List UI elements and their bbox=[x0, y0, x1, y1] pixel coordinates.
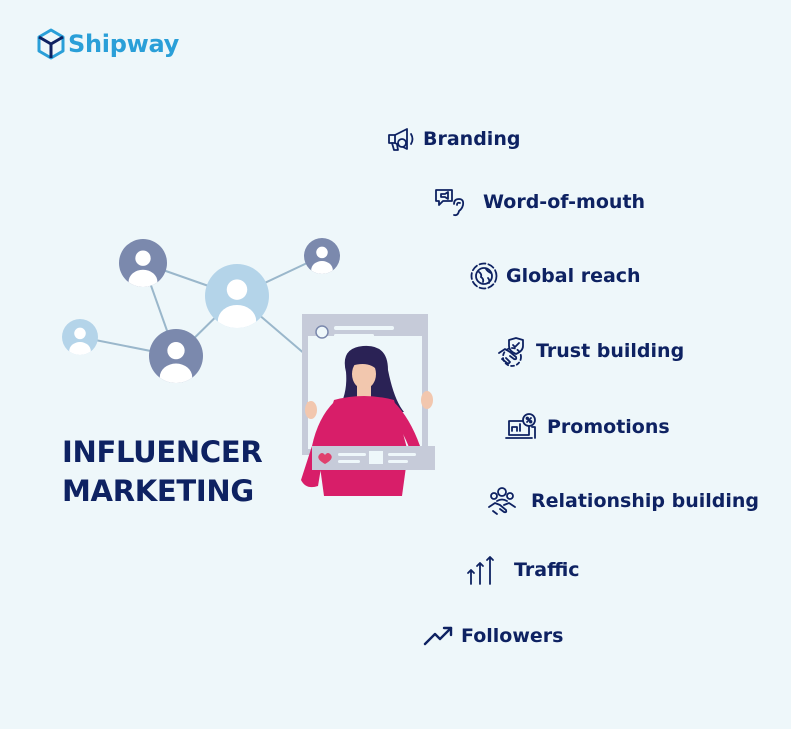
box-logo-icon bbox=[37, 28, 65, 60]
benefit-label: Word-of-mouth bbox=[483, 191, 646, 213]
benefit-word-of-mouth: Word-of-mouth bbox=[433, 186, 645, 218]
people-handshake-icon bbox=[488, 487, 516, 515]
benefit-branding: Branding bbox=[385, 123, 520, 155]
benefit-promotions: Promotions bbox=[505, 411, 670, 443]
benefit-relationship-building: Relationship building bbox=[486, 485, 759, 517]
benefit-label: Traffic bbox=[514, 559, 580, 581]
avatar-node-2 bbox=[205, 264, 269, 328]
title-line-1: INFLUENCER bbox=[62, 435, 263, 469]
page-title: INFLUENCER MARKETING bbox=[62, 433, 263, 511]
benefit-followers: Followers bbox=[423, 620, 563, 652]
benefit-global-reach: Global reach bbox=[468, 260, 641, 292]
shipway-logo: Shipway bbox=[37, 28, 179, 60]
trending-up-icon bbox=[423, 626, 453, 646]
benefit-traffic: Traffic bbox=[466, 554, 580, 586]
brand-name: Shipway bbox=[68, 30, 179, 58]
globe-icon bbox=[470, 262, 498, 290]
benefit-label: Trust building bbox=[536, 340, 685, 362]
post-avatar-icon bbox=[315, 325, 329, 339]
discount-laptop-icon bbox=[505, 413, 536, 439]
avatar-node-4 bbox=[149, 329, 203, 383]
avatar-node-1 bbox=[119, 239, 167, 287]
benefit-label: Promotions bbox=[547, 416, 670, 438]
benefit-label: Global reach bbox=[506, 265, 641, 287]
avatar-node-3 bbox=[304, 238, 340, 274]
title-line-2: MARKETING bbox=[62, 474, 254, 508]
benefit-trust-building: Trust building bbox=[496, 335, 684, 367]
avatar-node-5 bbox=[62, 319, 98, 355]
handshake-shield-icon bbox=[498, 337, 524, 367]
benefit-label: Branding bbox=[423, 128, 521, 150]
benefit-label: Relationship building bbox=[531, 490, 759, 512]
heart-icon bbox=[318, 453, 332, 464]
benefit-label: Followers bbox=[461, 625, 564, 647]
megaphone-icon bbox=[388, 128, 414, 151]
up-arrows-icon bbox=[467, 556, 494, 585]
speech-ear-icon bbox=[435, 189, 465, 217]
